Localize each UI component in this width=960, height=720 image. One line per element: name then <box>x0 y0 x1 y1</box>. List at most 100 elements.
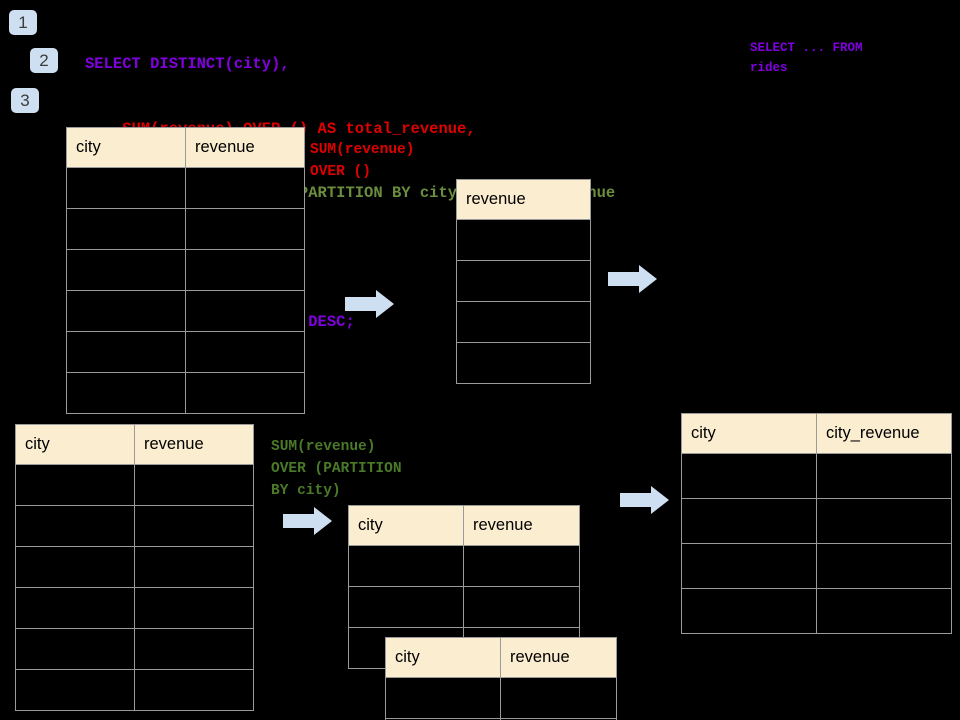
cell-city <box>15 628 135 670</box>
column-header-city: city <box>385 637 501 678</box>
cell-city <box>15 546 135 588</box>
cell-revenue <box>185 208 305 250</box>
cell-city <box>348 586 464 628</box>
column-header-revenue: revenue <box>134 424 254 465</box>
column-header-revenue: revenue <box>456 179 591 220</box>
cell-city <box>66 372 186 414</box>
cell-revenue <box>134 628 254 670</box>
cell-city <box>66 290 186 332</box>
cell-city <box>66 249 186 291</box>
rides-source-table: city revenue <box>66 127 305 414</box>
arrow-right-icon <box>608 265 657 293</box>
table-row <box>15 587 254 629</box>
cell-revenue <box>185 331 305 373</box>
table-row <box>15 628 254 670</box>
cell-city <box>66 208 186 250</box>
cell-city <box>681 453 817 499</box>
cell-city <box>66 331 186 373</box>
cell-revenue <box>500 677 617 719</box>
table-row <box>385 677 617 719</box>
table-row <box>456 219 591 261</box>
cell-revenue <box>463 586 580 628</box>
cell-city <box>681 588 817 634</box>
table-header-row: revenue <box>456 179 591 220</box>
city-revenue-result-table: city city_revenue <box>681 413 952 634</box>
step-badge-3: 3 <box>11 88 39 113</box>
cell-revenue <box>185 167 305 209</box>
cell-revenue <box>134 546 254 588</box>
column-header-revenue: revenue <box>500 637 617 678</box>
annotation-over-partition: SUM(revenue) OVER (PARTITION BY city) <box>271 439 402 499</box>
column-header-revenue: revenue <box>185 127 305 168</box>
cell-revenue <box>134 587 254 629</box>
table-row <box>681 588 952 634</box>
step-badge-2-label: 2 <box>39 51 49 70</box>
table-row <box>66 249 305 291</box>
table-row <box>348 586 580 628</box>
arrow-total-to-right <box>608 264 658 299</box>
step-badge-1: 1 <box>9 10 37 35</box>
cell-revenue <box>456 260 591 302</box>
table-row <box>681 543 952 589</box>
table-header-row: city city_revenue <box>681 413 952 454</box>
table-header-row: city revenue <box>348 505 580 546</box>
arrow-partition-to-result <box>620 485 670 520</box>
table-header-row: city revenue <box>66 127 305 168</box>
cell-city <box>681 543 817 589</box>
column-header-city: city <box>15 424 135 465</box>
table-row <box>15 505 254 547</box>
cell-city <box>15 587 135 629</box>
cell-revenue <box>456 301 591 343</box>
column-header-city-revenue: city_revenue <box>816 413 952 454</box>
table-row <box>15 546 254 588</box>
table-row <box>15 669 254 711</box>
cell-city <box>15 464 135 506</box>
table-row <box>66 208 305 250</box>
cell-revenue <box>185 249 305 291</box>
cell-revenue <box>456 342 591 384</box>
table-header-row: city revenue <box>15 424 254 465</box>
arrow-right-icon <box>345 290 394 318</box>
step-badge-3-label: 3 <box>20 91 30 110</box>
cell-city-revenue <box>816 498 952 544</box>
table-row <box>348 545 580 587</box>
column-header-revenue: revenue <box>463 505 580 546</box>
table-row <box>681 498 952 544</box>
rides-source-partition-table: city revenue <box>15 424 254 711</box>
table-row <box>456 301 591 343</box>
table-header-row: city revenue <box>385 637 617 678</box>
cell-city <box>348 545 464 587</box>
cell-revenue <box>134 505 254 547</box>
table-row <box>385 718 617 720</box>
cell-city-revenue <box>816 588 952 634</box>
table-row <box>66 331 305 373</box>
arrow-right-icon <box>620 486 669 514</box>
table-row <box>456 260 591 302</box>
cell-city <box>15 669 135 711</box>
cell-revenue <box>134 464 254 506</box>
column-header-city: city <box>66 127 186 168</box>
partition-group-table-front: city revenue <box>385 637 617 720</box>
step-badge-2: 2 <box>30 48 58 73</box>
arrow-source-to-total <box>345 289 395 324</box>
cell-revenue <box>185 372 305 414</box>
cell-revenue <box>185 290 305 332</box>
table-row <box>66 290 305 332</box>
sql-side-note: SELECT ... FROM rides <box>750 41 863 75</box>
cell-revenue <box>463 545 580 587</box>
cell-revenue <box>500 718 617 720</box>
column-header-city: city <box>348 505 464 546</box>
cell-city <box>681 498 817 544</box>
cell-revenue <box>456 219 591 261</box>
column-header-city: city <box>681 413 817 454</box>
cell-city <box>385 677 501 719</box>
table-row <box>15 464 254 506</box>
cell-revenue <box>134 669 254 711</box>
cell-city <box>15 505 135 547</box>
arrow-source-to-partition <box>283 506 333 541</box>
cell-city <box>66 167 186 209</box>
annotation-over-empty: SUM(revenue) OVER () <box>310 142 415 180</box>
cell-city-revenue <box>816 453 952 499</box>
cell-city-revenue <box>816 543 952 589</box>
